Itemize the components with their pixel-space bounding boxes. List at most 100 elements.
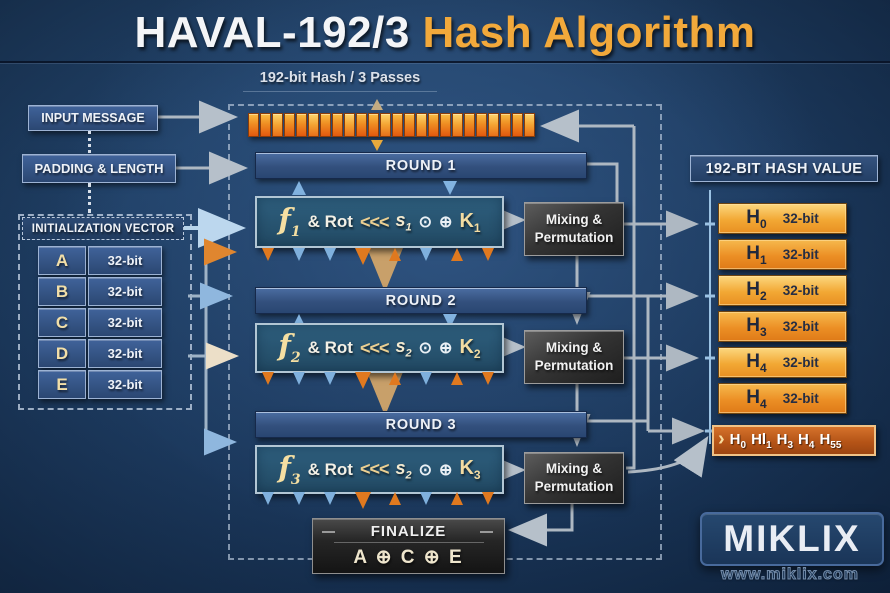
round2-bar: ROUND 2: [255, 287, 587, 314]
message-block-cell: [296, 113, 307, 137]
iv-register-e-size: 32-bit: [88, 370, 162, 399]
round2-function-box: f2 & Rot <<< s2 ⊙ ⊕ K2: [255, 323, 504, 373]
hash-register-h1: H1 32-bit: [718, 239, 847, 270]
hash-register-h3: H3 32-bit: [718, 311, 847, 342]
message-block-cell: [512, 113, 523, 137]
message-block-cell: [356, 113, 367, 137]
finalize-box: FINALIZE A ⊕ C ⊕ E: [312, 518, 505, 574]
arrow-down-icon: [292, 372, 305, 385]
message-block-cell: [308, 113, 319, 137]
data-flow-arrows: [262, 372, 494, 390]
message-block-cell: [260, 113, 271, 137]
arrow-down-icon: [481, 372, 494, 385]
arrow-down-icon: [323, 372, 336, 385]
iv-register-d-size: 32-bit: [88, 339, 162, 368]
shift-operator: <<<: [359, 459, 390, 479]
s1-symbol: s1: [395, 210, 412, 234]
subtitle: 192-bit Hash / 3 Passes: [259, 70, 421, 86]
hash-register-h4b: H4 32-bit: [718, 383, 847, 414]
page-title: HAVAL-192/3 Hash Algorithm: [0, 8, 890, 58]
arrow-down-icon: [420, 492, 433, 505]
iv-register-a-size: 32-bit: [88, 246, 162, 275]
arrow-down-icon: [481, 492, 494, 505]
iv-group-frame: [18, 214, 192, 410]
message-block-cell: [452, 113, 463, 137]
hash-register-h4: H4 32-bit: [718, 347, 847, 378]
hash-register-h0: H0 32-bit: [718, 203, 847, 234]
message-block-cell: [416, 113, 427, 137]
iv-register-c-size: 32-bit: [88, 308, 162, 337]
arrow-up-icon: [292, 181, 306, 195]
hash-register-h2: H2 32-bit: [718, 275, 847, 306]
s2-symbol: s2: [395, 336, 412, 360]
hash-bracket-line: [705, 190, 715, 444]
arrow-down-icon: [323, 492, 336, 505]
message-block-cell: [524, 113, 535, 137]
hash-value-header: 192-BIT HASH VALUE: [690, 155, 878, 182]
arrow-up-icon: [389, 492, 402, 505]
arrow-up-icon: [371, 99, 383, 110]
arrow-down-icon: [262, 248, 274, 261]
subtitle-divider: [243, 91, 437, 92]
message-block-cell: [380, 113, 391, 137]
message-block-cell: [248, 113, 259, 137]
message-block-cell: [404, 113, 415, 137]
message-block-cell: [488, 113, 499, 137]
k3-symbol: K3: [459, 457, 481, 482]
message-block-cell: [440, 113, 451, 137]
arrow-down-icon: [420, 248, 433, 261]
dotted-connector: [88, 131, 91, 153]
message-block-row: [248, 113, 535, 137]
message-block-cell: [464, 113, 475, 137]
arrow-down-icon: [323, 248, 336, 261]
arrow-down-icon: [262, 492, 274, 505]
f1-symbol: f1: [278, 202, 301, 240]
finalize-side-dash: [322, 531, 335, 533]
round3-function-box: f3 & Rot <<< s2 ⊙ ⊕ K3: [255, 445, 504, 494]
message-block-cell: [320, 113, 331, 137]
arrow-down-icon: [292, 248, 305, 261]
round3-bar: ROUND 3: [255, 411, 587, 438]
hash-concatenation-banner: › H0 Hl1 H3 H4 H55: [712, 425, 876, 456]
rot-label: & Rot: [307, 212, 353, 231]
shift-operator: <<<: [359, 337, 390, 358]
arrow-up-icon: [389, 248, 402, 261]
input-message-box: INPUT MESSAGE: [28, 105, 158, 131]
eye-icon: ⊙: [418, 340, 433, 357]
message-block-cell: [476, 113, 487, 137]
f2-symbol: f2: [278, 328, 301, 366]
iv-register-e: E: [38, 370, 86, 399]
arrow-up-icon: [451, 372, 464, 385]
finalize-divider: [333, 542, 484, 543]
miklix-logo: MIKLIX: [700, 512, 884, 566]
round1-function-box: f1 & Rot <<< s1 ⊙ ⊕ K1: [255, 196, 504, 248]
arrow-down-icon: [354, 372, 371, 389]
mixing-permutation-box-2: Mixing & Permutation: [524, 330, 624, 384]
website-url: www.miklix.com: [721, 566, 859, 584]
data-flow-arrows: [262, 492, 494, 510]
message-block-cell: [332, 113, 343, 137]
arrow-up-icon: [389, 372, 402, 385]
padding-length-box: PADDING & LENGTH: [22, 154, 176, 183]
arrow-up-icon: [451, 248, 464, 261]
round1-bar: ROUND 1: [255, 152, 587, 179]
data-flow-arrows: [262, 248, 494, 266]
message-block-cell: [392, 113, 403, 137]
dotted-connector: [88, 183, 91, 213]
arrow-down-icon: [443, 181, 457, 195]
iv-branch-connectors: [188, 238, 239, 456]
finalize-side-dash: [480, 531, 493, 533]
arrow-up-icon: [451, 492, 464, 505]
eye-icon: ⊙: [418, 214, 433, 231]
arrow-down-icon: [354, 248, 371, 265]
xor-icon: ⊕: [439, 461, 453, 479]
title-accent: Hash Algorithm: [422, 8, 756, 57]
shift-operator: <<<: [359, 211, 390, 232]
message-block-cell: [284, 113, 295, 137]
mixing-permutation-box-3: Mixing & Permutation: [524, 452, 624, 504]
arrow-down-icon: [420, 372, 433, 385]
mixing-permutation-box-1: Mixing & Permutation: [524, 202, 624, 256]
iv-register-c: C: [38, 308, 86, 337]
k2-symbol: K2: [459, 335, 481, 361]
xor-icon: ⊕: [439, 340, 453, 357]
